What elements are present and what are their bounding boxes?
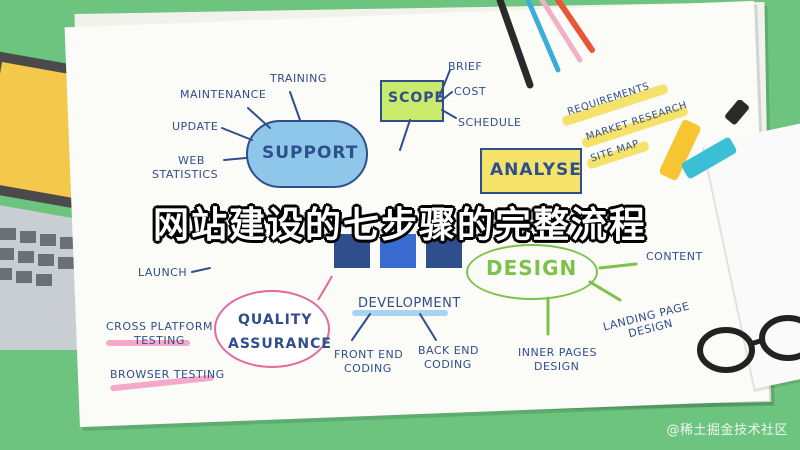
support-cloud: [246, 120, 368, 188]
label-assurance: ASSURANCE: [228, 336, 332, 352]
label-update: UPDATE: [172, 120, 219, 133]
label-back-end: BACK END: [418, 344, 479, 357]
label-development: DEVELOPMENT: [358, 296, 461, 311]
page-title: 网站建设的七步骤的完整流程: [152, 205, 647, 246]
label-scope: SCOPE: [388, 90, 446, 106]
label-inner-pages-design: DESIGN: [534, 360, 580, 373]
glasses-illustration: [697, 315, 800, 373]
design-oval: [466, 244, 598, 300]
analyse-box: [480, 148, 582, 194]
label-content: CONTENT: [646, 250, 703, 263]
label-analyse: ANALYSE: [490, 160, 582, 180]
label-maintenance: MAINTENANCE: [180, 88, 267, 101]
label-statistics: STATISTICS: [152, 168, 219, 181]
highlighter-markers: [660, 100, 749, 181]
label-web: WEB: [178, 154, 205, 167]
label-testing: TESTING: [134, 334, 185, 347]
label-schedule: SCHEDULE: [458, 116, 522, 129]
label-inner-pages: INNER PAGES: [518, 346, 598, 359]
label-browser-testing: BROWSER TESTING: [110, 368, 225, 381]
label-brief: BRIEF: [448, 60, 483, 73]
highlight-cross-platform: [106, 340, 190, 346]
label-back-end-coding: CODING: [424, 358, 472, 371]
label-front-end-coding: CODING: [344, 362, 392, 375]
label-cross-platform: CROSS PLATFORM: [106, 320, 213, 333]
label-launch: LAUNCH: [138, 266, 188, 279]
scope-box: [380, 80, 444, 122]
label-cost: COST: [454, 85, 487, 98]
label-support: SUPPORT: [262, 143, 359, 163]
label-quality: QUALITY: [238, 312, 313, 328]
quality-bubble: [214, 290, 330, 368]
highlight-development: [352, 310, 448, 316]
pens-illustration: [496, 0, 595, 89]
web-letters-graphic: [334, 234, 462, 268]
label-training: TRAINING: [270, 72, 327, 85]
label-front-end: FRONT END: [334, 348, 404, 361]
label-design: DESIGN: [486, 256, 578, 280]
watermark: @稀土掘金技术社区: [666, 423, 788, 438]
